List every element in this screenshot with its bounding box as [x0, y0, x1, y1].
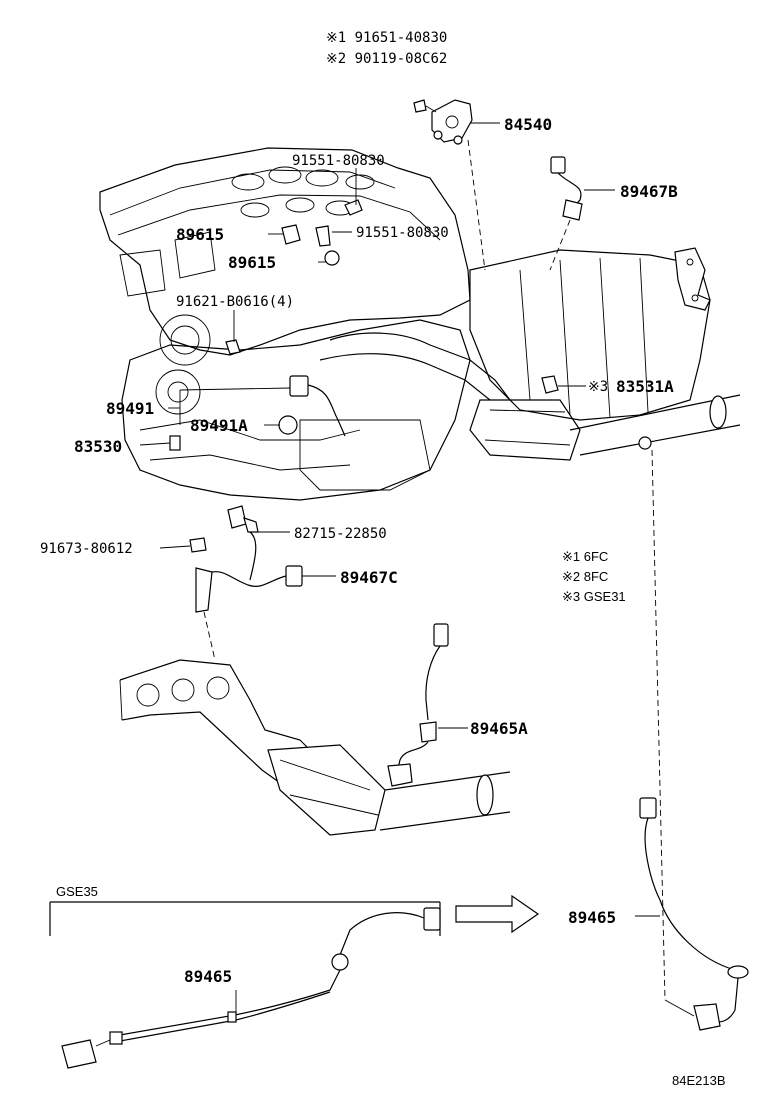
label-89491: 89491	[106, 399, 154, 418]
label-83530: 83530	[74, 437, 122, 456]
label-91551-80830-top: 91551-80830	[292, 153, 385, 169]
gse35-label: GSE35	[56, 884, 98, 899]
label-83531a-mark: ※3	[588, 379, 608, 395]
label-89615-b: 89615	[228, 253, 276, 272]
sensor-89465-right-illustration	[639, 449, 749, 1031]
header-note-1: ※1 91651-40830	[326, 30, 447, 46]
diagram-code: 84E213B	[672, 1073, 726, 1088]
label-89467b: 89467B	[620, 182, 678, 201]
sensor-89467b-illustration	[549, 156, 583, 271]
label-89467c: 89467C	[340, 568, 398, 587]
legend-note-3: ※3 GSE31	[562, 589, 626, 604]
legend-note-1: ※1 6FC	[562, 549, 608, 564]
legend-note-2: ※2 8FC	[562, 569, 608, 584]
label-91673-80612: 91673-80612	[40, 541, 133, 557]
small-parts-illustration	[169, 199, 559, 451]
sensor-89465a-illustration	[387, 623, 449, 787]
label-84540: 84540	[504, 115, 552, 134]
leader-lines	[139, 122, 660, 1014]
label-89491a: 89491A	[190, 416, 248, 435]
label-91621-b0616: 91621-B0616(4)	[176, 294, 294, 310]
gse35-bracket	[49, 901, 441, 936]
label-91551-80830-mid: 91551-80830	[356, 225, 449, 241]
header-note-2: ※2 90119-08C62	[326, 51, 447, 67]
label-89465a: 89465A	[470, 719, 528, 738]
exhaust-manifold-illustration	[119, 659, 511, 836]
label-89465-left: 89465	[184, 967, 232, 986]
arrow-icon	[455, 894, 540, 934]
sensor-89467c-illustration	[189, 505, 303, 661]
sensor-84540-illustration	[413, 99, 486, 271]
label-82715-22850: 82715-22850	[294, 526, 387, 542]
sensor-89465-left-illustration	[61, 907, 441, 1069]
label-89615-a: 89615	[176, 225, 224, 244]
engine-illustration	[99, 147, 741, 501]
label-89465-right: 89465	[568, 908, 616, 927]
label-83531a: 83531A	[616, 377, 674, 396]
